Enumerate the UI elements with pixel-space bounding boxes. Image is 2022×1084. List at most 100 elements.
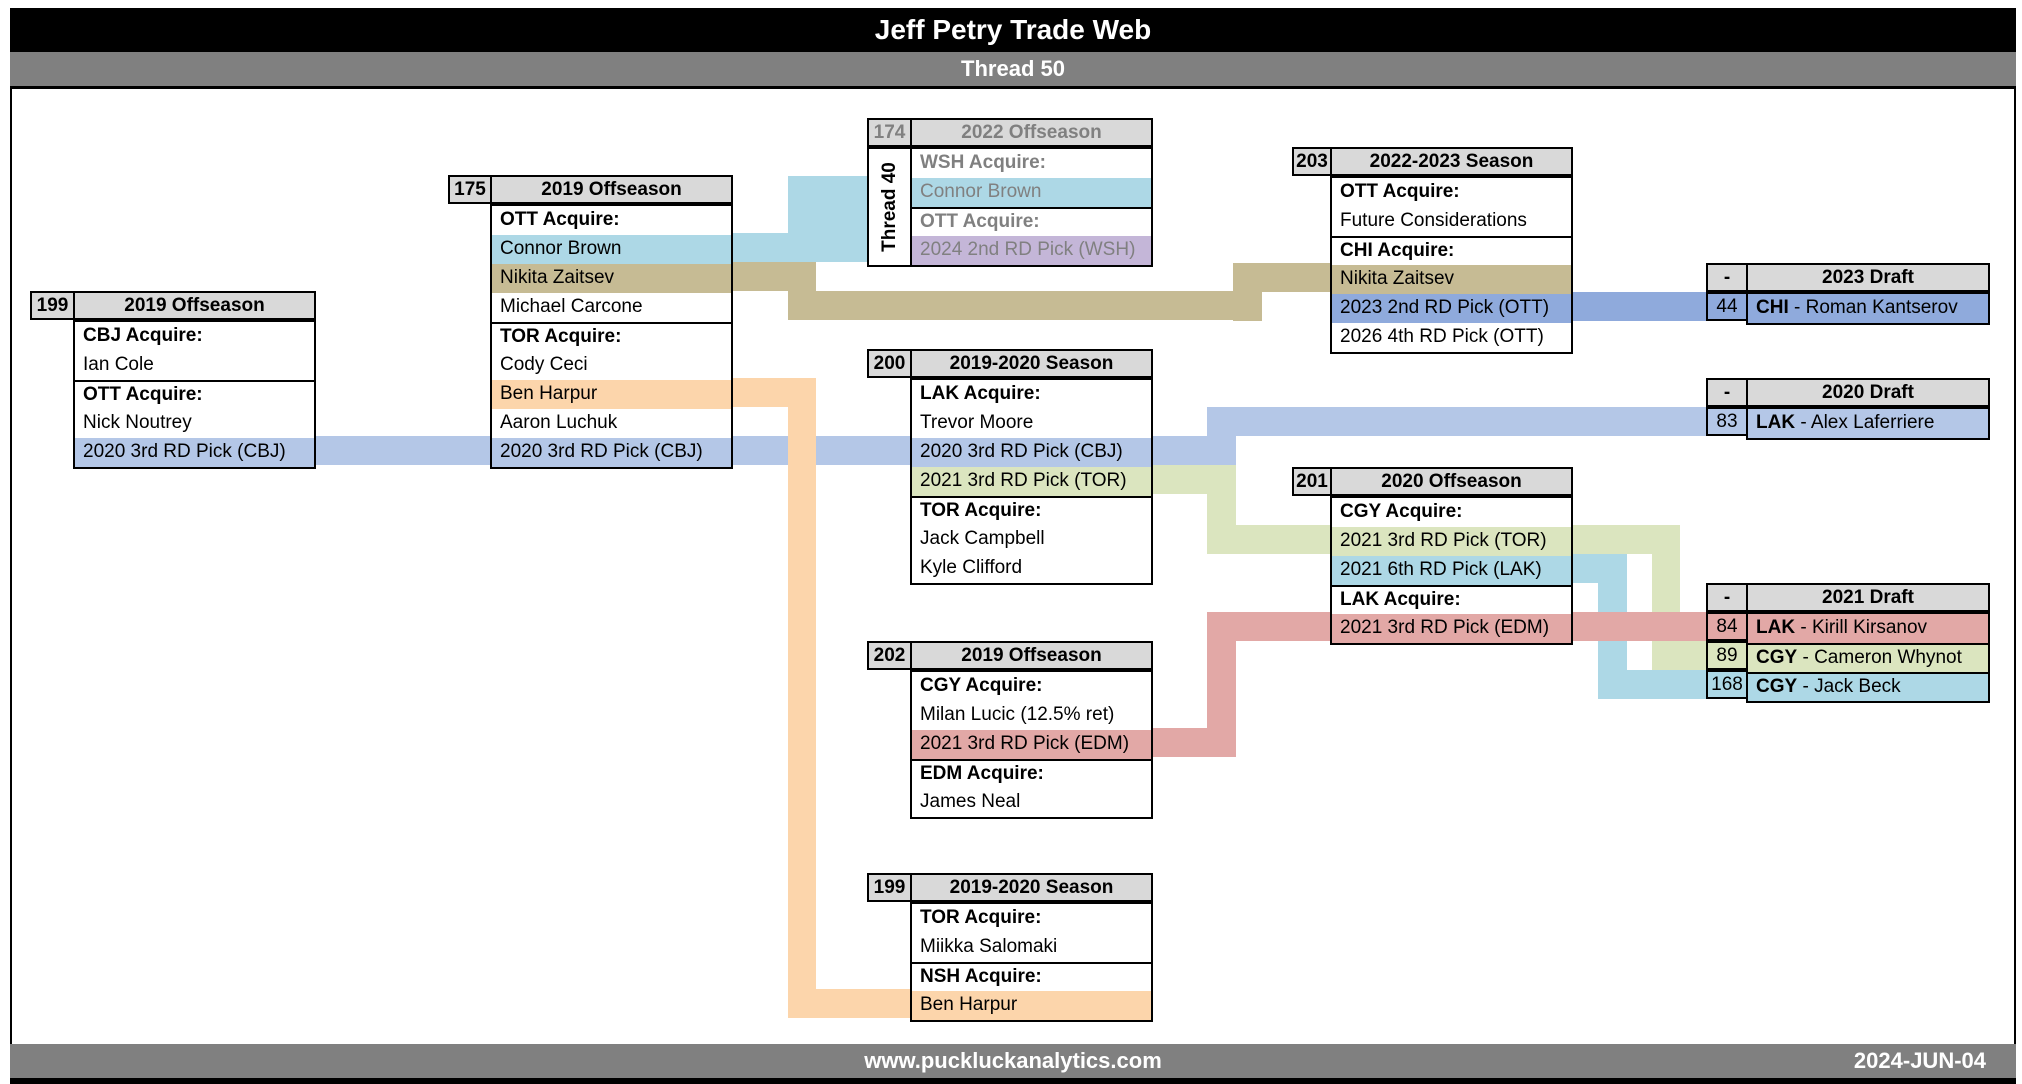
pick-number: 168 xyxy=(1706,670,1748,699)
trade-row: 2026 4th RD Pick (OTT) xyxy=(1340,326,1544,347)
trade-row: 2021 3rd RD Pick (EDM) xyxy=(912,730,1151,759)
trade-ribbon xyxy=(1233,263,1330,292)
footer-bar: www.puckluckanalytics.com 2024-JUN-04 xyxy=(10,1044,2016,1078)
trade-row: CBJ Acquire: xyxy=(83,325,203,346)
trade-ribbon xyxy=(733,233,788,262)
trade-row: TOR Acquire: xyxy=(920,907,1042,928)
page-title: Jeff Petry Trade Web xyxy=(10,8,2016,52)
trade-row: Cody Ceci xyxy=(500,354,588,375)
trade-ribbon xyxy=(788,176,867,262)
trade-row: LAK - Alex Laferriere xyxy=(1748,409,1988,438)
box-title: 2020 Offseason xyxy=(1330,467,1573,496)
box-number: - xyxy=(1706,263,1748,292)
pick-number: 44 xyxy=(1706,292,1748,321)
trade-row: CGY - Jack Beck xyxy=(1748,672,1988,701)
trade-row: OTT Acquire: xyxy=(1340,181,1460,202)
trade-row: CHI Acquire: xyxy=(1332,236,1571,265)
trade-row: OTT Acquire: xyxy=(500,209,620,230)
trade-row: 2020 3rd RD Pick (CBJ) xyxy=(75,438,314,467)
box-number: - xyxy=(1706,378,1748,407)
box-number: 203 xyxy=(1292,147,1332,176)
trade-row: TOR Acquire: xyxy=(492,322,731,351)
team-code: LAK xyxy=(1756,412,1796,433)
trade-ribbon xyxy=(1573,292,1706,321)
trade-row: Michael Carcone xyxy=(500,296,643,317)
trade-row: Ben Harpur xyxy=(492,380,731,409)
trade-ribbon xyxy=(788,989,910,1018)
footer-url: www.puckluckanalytics.com xyxy=(864,1048,1162,1073)
box-title: 2021 Draft xyxy=(1746,583,1990,612)
box-title: 2019 Offseason xyxy=(910,641,1153,670)
chart-area xyxy=(10,86,2016,1044)
box-body: LAK - Alex Laferriere xyxy=(1746,407,1990,440)
trade-row: Miikka Salomaki xyxy=(920,936,1058,957)
box-number: 199 xyxy=(867,873,912,902)
trade-row: LAK Acquire: xyxy=(1332,585,1571,614)
trade-row: Kyle Clifford xyxy=(920,557,1023,578)
box-body: LAK Acquire: Trevor Moore 2020 3rd RD Pick… xyxy=(910,378,1153,585)
trade-row: 2021 3rd RD Pick (TOR) xyxy=(912,467,1151,496)
thread-side-label-text: Thread 40 xyxy=(878,162,900,252)
box-number: 199 xyxy=(30,291,75,320)
team-code: CGY xyxy=(1756,647,1798,668)
trade-row: CGY Acquire: xyxy=(1340,501,1463,522)
box-title: 2022 Offseason xyxy=(910,118,1153,147)
trade-ribbon xyxy=(788,378,816,1018)
trade-ribbon xyxy=(1652,641,1706,670)
trade-row: Jack Campbell xyxy=(920,528,1045,549)
pick-number: 89 xyxy=(1706,641,1748,670)
trade-row: Future Considerations xyxy=(1340,210,1527,231)
thread-banner: Thread 50 xyxy=(10,52,2016,86)
trade-row: LAK - Kirill Kirsanov xyxy=(1748,614,1988,643)
trade-row: 2023 2nd RD Pick (OTT) xyxy=(1332,294,1571,323)
trade-row: Nikita Zaitsev xyxy=(1332,265,1571,294)
footer-date: 2024-JUN-04 xyxy=(1853,1048,1986,1073)
trade-row: Ian Cole xyxy=(83,354,154,375)
trade-row: CGY - Cameron Whynot xyxy=(1748,643,1988,672)
box-number: 200 xyxy=(867,349,912,378)
box-number: 174 xyxy=(867,118,912,147)
trade-row: 2020 3rd RD Pick (CBJ) xyxy=(912,438,1151,467)
trade-ribbon xyxy=(316,436,490,465)
trade-row: 2021 6th RD Pick (LAK) xyxy=(1332,556,1571,585)
trade-row: Nick Noutrey xyxy=(83,412,192,433)
trade-ribbon xyxy=(1236,407,1706,436)
box-number: 202 xyxy=(867,641,912,670)
team-code: CHI xyxy=(1756,297,1789,318)
box-title: 2019-2020 Season xyxy=(910,873,1153,902)
trade-row: NSH Acquire: xyxy=(912,962,1151,991)
box-title: 2022-2023 Season xyxy=(1330,147,1573,176)
pick-number: 83 xyxy=(1706,407,1748,436)
trade-ribbon xyxy=(733,436,910,465)
box-number: 175 xyxy=(448,175,492,204)
box-number: 201 xyxy=(1292,467,1332,496)
trade-row: LAK Acquire: xyxy=(920,383,1041,404)
trade-row: TOR Acquire: xyxy=(912,496,1151,525)
trade-row: James Neal xyxy=(920,791,1021,812)
trade-row: CGY Acquire: xyxy=(920,675,1043,696)
trade-ribbon xyxy=(788,291,1262,320)
trade-ribbon xyxy=(1207,407,1236,465)
trade-ribbon xyxy=(1207,612,1330,641)
trade-row: Milan Lucic (12.5% ret) xyxy=(920,704,1115,725)
box-title: 2019-2020 Season xyxy=(910,349,1153,378)
thread-side-label: Thread 40 xyxy=(867,147,912,267)
trade-row: 2024 2nd RD Pick (WSH) xyxy=(912,236,1151,265)
box-body: CHI - Roman Kantserov xyxy=(1746,292,1990,325)
trade-row: Nikita Zaitsev xyxy=(492,264,731,293)
trade-row: 2021 3rd RD Pick (TOR) xyxy=(1332,527,1571,556)
trade-row: OTT Acquire: xyxy=(912,207,1151,236)
trade-ribbon xyxy=(1573,612,1706,641)
trade-row: Ben Harpur xyxy=(912,991,1151,1020)
trade-row: 2021 3rd RD Pick (EDM) xyxy=(1332,614,1571,643)
trade-row: EDM Acquire: xyxy=(912,759,1151,788)
box-title: 2019 Offseason xyxy=(490,175,733,204)
trade-row: Aaron Luchuk xyxy=(500,412,618,433)
box-body: CGY Acquire: Milan Lucic (12.5% ret) 2021 … xyxy=(910,670,1153,819)
trade-row: Trevor Moore xyxy=(920,412,1034,433)
